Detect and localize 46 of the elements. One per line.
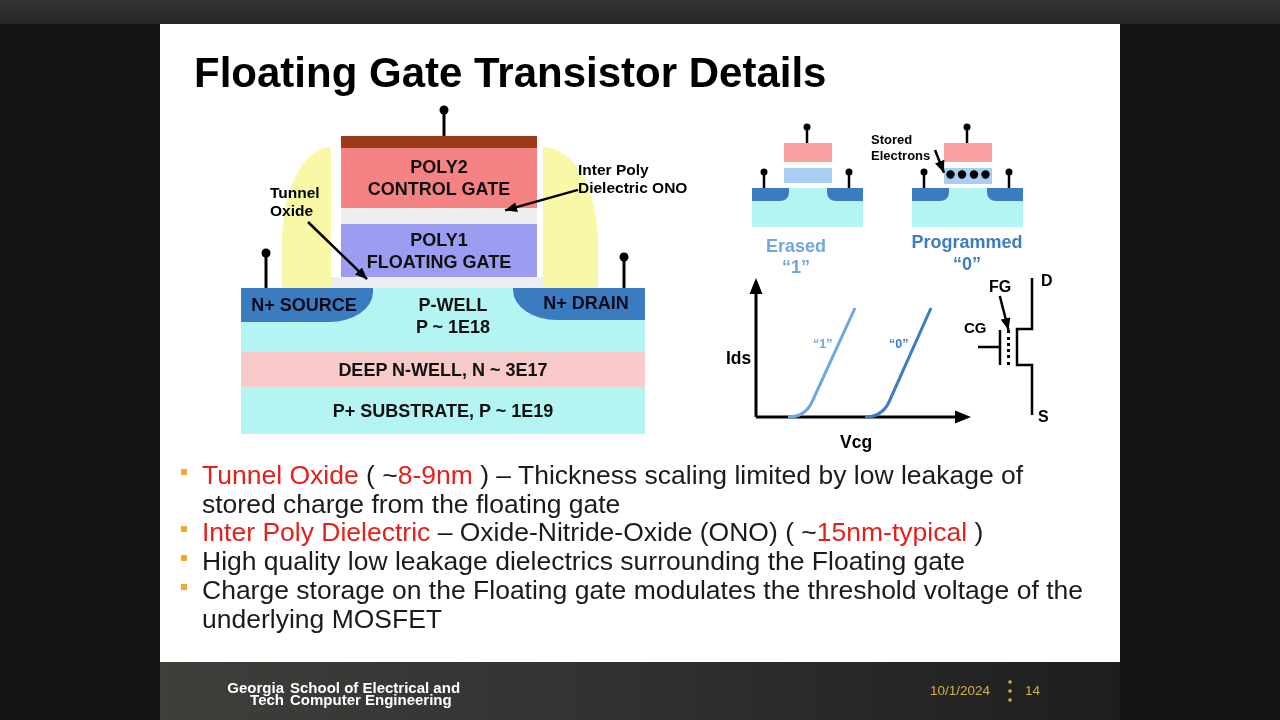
layer-label: P+ SUBSTRATE, P ~ 1E19 [332,399,554,422]
layer-label: FLOATING GATE [366,250,512,273]
leader-arrow [307,221,368,281]
p-well-region [241,288,645,352]
state-caption: Erased “1” [766,235,826,278]
leader-arrow [933,149,946,174]
callout-label: Stored Electrons [871,132,935,164]
layer-label: CONTROL GATE [367,178,511,200]
leader-arrow [504,188,579,212]
layer-label: P-WELL [418,294,488,316]
layer-label: DEEP N-WELL, N ~ 3E17 [338,358,548,381]
bullet-text: Inter Poly Dielectric – Oxide-Nitride-Oxide (ONO) ( ~15nm-typical ) [202,517,985,547]
terminal-label: CG [964,319,987,337]
callout-label: Inter Poly Dielectric ONO [578,161,696,199]
floating-gate-layer [341,224,537,277]
footer-date: 10/1/2024 [930,683,991,699]
substrate-layer [241,387,645,434]
leader-arrow [998,295,1011,331]
curve-label: “0” [889,337,909,352]
floating-gate-layer [944,168,992,184]
control-gate-layer [341,148,537,208]
callout-label: Tunnel Oxide [270,184,328,222]
axis-label: Vcg [840,432,873,452]
deep-n-well-layer [241,352,645,387]
layer-label: POLY2 [410,156,468,178]
floating-gate-line [1007,330,1010,365]
drain-region [513,288,645,320]
region-label: N+ DRAIN [543,292,629,314]
slide-title: Floating Gate Transistor Details [194,49,827,97]
region-label: N+ SOURCE [251,294,357,316]
terminal-label: S [1038,408,1049,426]
source-region [241,288,373,322]
tunnel-oxide-layer [331,277,543,288]
layer-label: POLY1 [410,228,468,251]
dielectric-layer [341,208,537,224]
state-caption: Programmed “0” [911,231,1023,275]
terminal-label: D [1041,272,1053,290]
footer-text: Georgia Tech [226,682,284,705]
bullet-text: Charge storage on the Floating gate modulates the threshold voltage of the underlying MOSFET [202,575,1084,634]
curve-label: “1” [813,337,833,352]
layer-label: P ~ 1E18 [415,316,491,338]
callout-label: FG [989,278,1013,296]
bullet-text: High quality low leakage dielectrics surrounding the Floating gate [202,546,967,576]
bullet-text: Tunnel Oxide ( ~8-9nm ) – Thickness scaling limited by low leakage of stored charge from the floating gate [202,460,1025,519]
axis-label: Ids [726,348,752,368]
page-number: 14 [1025,683,1041,699]
